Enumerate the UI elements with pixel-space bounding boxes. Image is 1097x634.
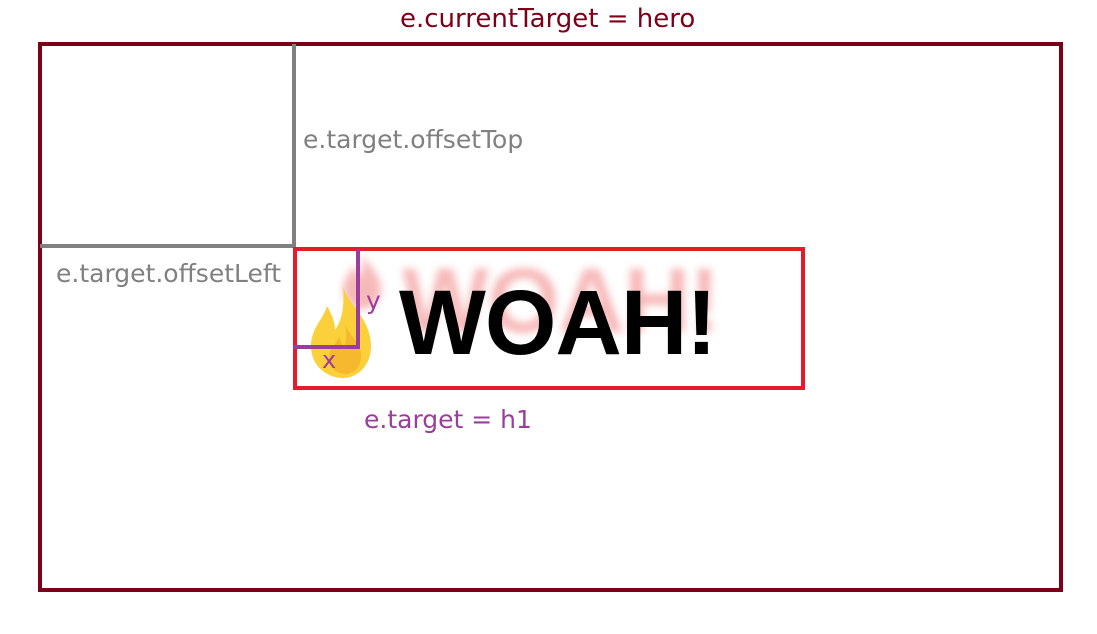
shadow-flame-icon [343, 253, 381, 309]
offset-top-line [292, 44, 296, 248]
offset-left-line [40, 244, 296, 248]
mouse-x-label: x [322, 346, 337, 374]
offset-top-label: e.target.offsetTop [303, 125, 524, 154]
hero-container [38, 42, 1063, 592]
heading-text: WOAH! [399, 272, 717, 374]
target-label: e.target = h1 [364, 405, 532, 434]
offset-left-label: e.target.offsetLeft [56, 259, 282, 288]
mouse-y-label: y [366, 286, 381, 315]
mouse-x-line [293, 345, 360, 349]
h1-target-box: WOAH! WOAH! [293, 247, 805, 390]
hero-label: e.currentTarget = hero [400, 4, 696, 34]
mouse-y-line [356, 249, 360, 349]
heading-text-shadow: WOAH! [402, 250, 720, 352]
